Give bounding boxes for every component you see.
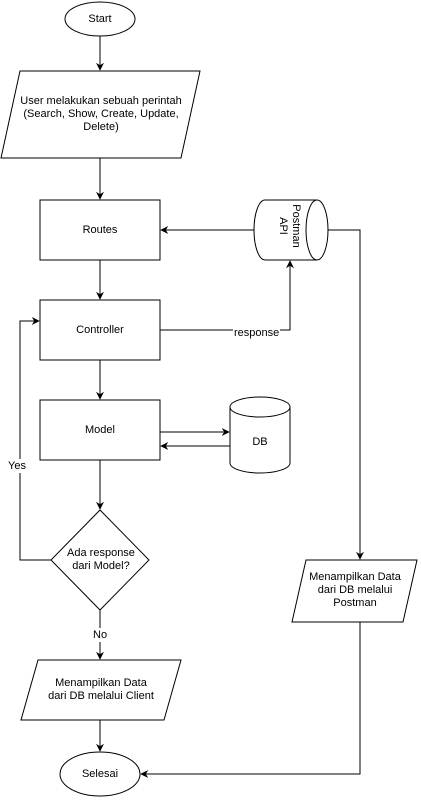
routes-process [39, 199, 161, 261]
show-postman-label: Menampilkan Data dari DB melalui Postman [309, 570, 401, 609]
start-label: Start [88, 12, 112, 25]
routes-label: Routes [82, 223, 118, 236]
db-cylinder [229, 396, 291, 474]
decision-label: Ada response dari Model? [67, 547, 135, 572]
input-label: User melakukan sebuah perintah (Search, … [20, 94, 182, 133]
end-label: Selesai [81, 767, 119, 780]
edge-show-postman-end [140, 622, 361, 778]
input-parallelogram [0, 70, 201, 159]
controller-label: Controller [76, 323, 124, 336]
controller-process [39, 299, 161, 361]
model-process [39, 399, 161, 461]
postman-api-cylinder [253, 199, 329, 261]
model-label: Model [85, 423, 115, 436]
edge-label-no: No [92, 628, 109, 642]
end-terminator [59, 751, 141, 797]
edge-controller-postman [160, 260, 294, 331]
db-label: DB [252, 435, 268, 448]
show-client-parallelogram [20, 659, 182, 721]
show-postman-parallelogram [291, 559, 418, 623]
edge-postman-show-postman [328, 229, 364, 560]
postman-api-label: Postman API [277, 204, 302, 248]
show-client-label: Menampilkan Data dari DB melalui Client [48, 677, 154, 702]
edge-label-response: response [233, 326, 281, 340]
edge-decision-yes-controller [19, 317, 51, 561]
edge-label-yes: Yes [7, 459, 27, 473]
